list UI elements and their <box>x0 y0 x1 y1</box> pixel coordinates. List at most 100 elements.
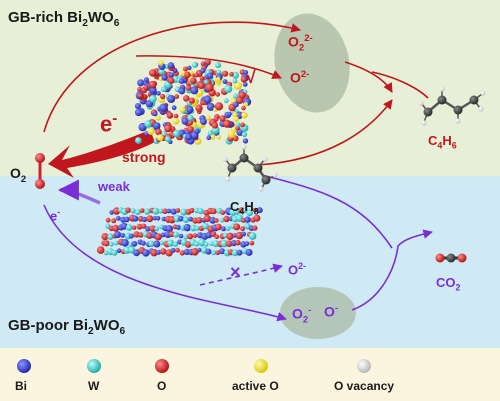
crystal-atom <box>148 240 155 247</box>
crystal-atom <box>144 208 151 215</box>
blocked-o-2minus-arrow <box>199 263 283 286</box>
crystal-atom <box>215 62 222 69</box>
crystal-atom <box>137 93 143 99</box>
crystal-atom <box>210 208 217 215</box>
crystal-atom <box>193 241 200 247</box>
crystal-atom <box>188 216 194 222</box>
crystal-atom <box>203 214 211 223</box>
crystal-atom <box>180 208 188 216</box>
crystal-atom <box>113 240 119 246</box>
o2-2minus-label-top: O22- <box>288 33 313 54</box>
crystal-atom <box>192 62 198 68</box>
crystal-atom <box>111 249 118 256</box>
legend-region <box>0 348 500 401</box>
crystal-atom <box>183 223 191 232</box>
crystal-atom <box>211 250 217 256</box>
crystal-atom <box>158 208 164 214</box>
crystal-atom <box>136 223 143 230</box>
crystal-atom <box>128 233 134 239</box>
strong-label: strong <box>122 149 166 165</box>
crystal-atom <box>194 226 200 231</box>
crystal-atom <box>225 225 231 231</box>
o-2minus-label-bottom: O2- <box>288 261 306 278</box>
crystal-atom <box>215 250 221 256</box>
crystal-atom <box>252 207 258 213</box>
crystal-atom <box>162 208 168 214</box>
legend-active-o-label: active O <box>232 379 279 393</box>
crystal-atom <box>145 226 151 232</box>
crystal-atom <box>224 84 233 94</box>
crystal-atom <box>233 208 240 215</box>
crystal-atom <box>168 72 174 78</box>
crystal-atom <box>170 247 176 253</box>
crystal-atom <box>233 93 239 99</box>
crystal-atom <box>241 131 248 138</box>
crystal-atom <box>154 233 162 241</box>
crystal-atom <box>205 248 212 255</box>
legend-o-swatch <box>155 359 169 373</box>
crystal-atom <box>153 122 161 130</box>
crystal-atom <box>171 105 177 111</box>
gb-poor-crystal-structure <box>96 207 263 257</box>
co2-molecule <box>435 253 467 263</box>
crystal-atom <box>134 108 143 117</box>
crystal-atom <box>179 106 186 113</box>
crystal-atom <box>252 225 258 231</box>
crystal-atom <box>221 226 226 232</box>
crystal-atom <box>111 218 117 224</box>
legend-bi-label: Bi <box>15 379 27 393</box>
crystal-atom <box>233 81 242 90</box>
weak-electron-transfer-arrow <box>57 179 101 205</box>
legend-w-label: W <box>88 379 100 393</box>
crystal-atom <box>164 124 172 133</box>
c4h6-label: C4H6 <box>428 133 457 151</box>
crystal-atom <box>174 94 180 99</box>
crystal-atom <box>175 247 180 253</box>
gb-poor-title: GB-poor Bi2WO6 <box>8 317 126 337</box>
legend-o-vacancy-label: O vacancy <box>334 379 395 393</box>
crystal-atom <box>139 208 145 214</box>
cross-mark: × <box>230 262 241 282</box>
o2-to-o-2minus-arrow <box>135 55 282 79</box>
crystal-atom <box>156 134 164 142</box>
crystal-atom <box>241 105 246 111</box>
crystal-atom <box>223 98 229 104</box>
crystal-atom <box>138 232 144 238</box>
crystal-atom <box>210 231 217 237</box>
o2-molecule <box>35 153 45 189</box>
crystal-atom <box>229 71 234 77</box>
crystal-atom <box>172 129 181 138</box>
crystal-atom <box>116 248 122 253</box>
crystal-atom <box>205 115 211 121</box>
crystal-atom <box>148 80 157 89</box>
crystal-atom <box>240 76 248 83</box>
crystal-atom <box>240 122 245 128</box>
crystal-atom <box>191 248 199 256</box>
crystal-atom <box>241 231 247 237</box>
crystal-atom <box>135 137 142 144</box>
crystal-atom <box>130 208 136 214</box>
c4h6-molecule <box>418 86 486 126</box>
crystal-atom <box>166 112 174 119</box>
crystal-atom <box>246 209 253 217</box>
crystal-atom <box>152 111 158 117</box>
c4h8-molecule <box>222 144 278 192</box>
crystal-atom <box>194 72 199 78</box>
crystal-atom <box>187 233 194 240</box>
crystal-atom <box>219 248 226 255</box>
crystal-atom <box>202 222 209 230</box>
crystal-atom <box>243 70 249 75</box>
electron-label-bottom: e- <box>50 207 61 224</box>
crystal-atom <box>209 217 217 224</box>
crystal-atom <box>190 86 199 95</box>
crystal-atom <box>245 248 253 256</box>
crystal-atom <box>200 61 206 66</box>
crystal-atom <box>170 208 177 215</box>
crystal-atom <box>159 103 168 112</box>
crystal-atom <box>227 111 232 117</box>
legend-active-o-swatch <box>254 359 268 373</box>
crystal-atom <box>187 65 192 71</box>
crystal-atom <box>188 97 195 104</box>
crystal-atom <box>175 208 181 213</box>
crystal-atom <box>156 91 161 96</box>
